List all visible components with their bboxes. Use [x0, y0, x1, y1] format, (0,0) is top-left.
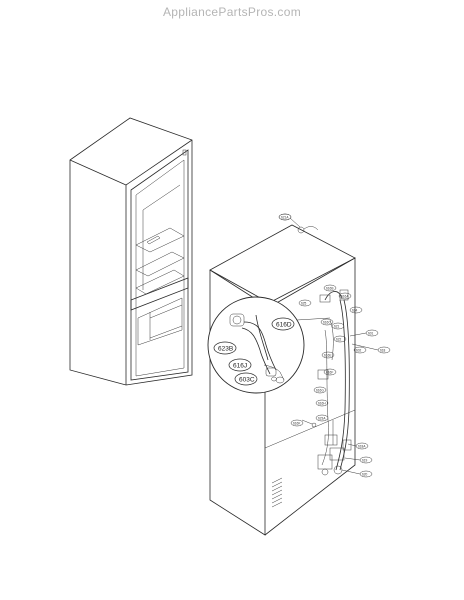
svg-text:616H: 616H: [318, 402, 326, 406]
water-line-assembly: [301, 289, 352, 476]
svg-text:616E: 616E: [324, 354, 331, 358]
part-number-labels: 621A 625 616A 616B 616C 601 602 618 616E…: [278, 213, 391, 478]
svg-text:603C: 603C: [239, 377, 255, 384]
svg-text:620: 620: [362, 473, 368, 477]
svg-text:618A: 618A: [358, 445, 366, 449]
refrigerator-front-view: [69, 117, 193, 386]
callout-616j: 616J: [228, 358, 252, 372]
svg-text:622: 622: [336, 338, 342, 342]
svg-text:616F: 616F: [326, 371, 333, 375]
callout-603c: 603C: [234, 372, 258, 386]
svg-text:625: 625: [301, 302, 307, 306]
svg-text:602: 602: [356, 349, 362, 353]
svg-text:621: 621: [334, 325, 340, 329]
svg-text:619: 619: [362, 459, 368, 463]
svg-text:623A: 623A: [318, 417, 326, 421]
svg-text:616J: 616J: [233, 363, 247, 370]
svg-text:616G: 616G: [316, 389, 324, 393]
watermark: AppliancePartsPros.com: [163, 5, 301, 19]
svg-text:621A: 621A: [281, 216, 289, 220]
refrigerator-rear-view: [209, 213, 356, 536]
svg-text:601: 601: [368, 332, 374, 336]
svg-text:624: 624: [352, 309, 358, 313]
svg-text:616C: 616C: [323, 321, 331, 325]
svg-text:616B: 616B: [326, 287, 333, 291]
svg-text:623B: 623B: [218, 346, 233, 353]
callout-616d: 616D: [271, 317, 295, 331]
svg-text:616K: 616K: [293, 422, 301, 426]
svg-text:618: 618: [380, 349, 386, 353]
svg-text:616A: 616A: [341, 295, 349, 299]
svg-text:616D: 616D: [276, 322, 292, 329]
callout-623b: 623B: [213, 341, 237, 355]
